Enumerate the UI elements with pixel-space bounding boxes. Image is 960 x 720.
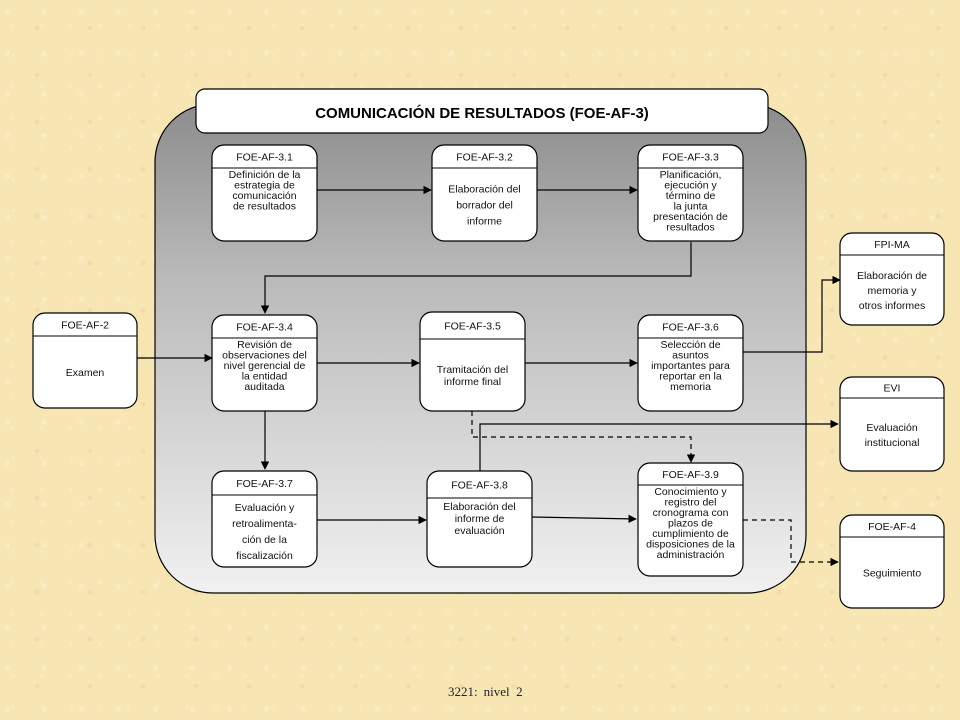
box-label-line: Evaluación — [866, 422, 918, 434]
box-label-line: informe de — [455, 513, 505, 525]
box-label-line: la junta — [674, 201, 708, 213]
box-code: FOE-AF-3.8 — [451, 480, 508, 492]
box-label-line: plazos de — [668, 518, 713, 530]
box-label-line: comunicación — [232, 190, 296, 202]
box-label-line: ejecución y — [664, 180, 717, 192]
box-frame — [637, 462, 744, 577]
footer-level: nivel 2 — [483, 684, 523, 699]
box-code: FOE-AF-4 — [868, 521, 916, 533]
arrow-38-to-evi — [479, 419, 839, 471]
box-label-line: Evaluación y — [235, 502, 295, 514]
arrow-35-to-39-dashed — [471, 411, 696, 463]
box-label-line: cumplimiento de — [652, 528, 729, 540]
box-label-line: cronograma con — [653, 507, 729, 519]
box-label-line: Elaboración de — [857, 270, 927, 282]
box-label-line: memoria — [670, 381, 711, 393]
box-label-line: administración — [657, 549, 725, 561]
box-label-line: retroalimenta- — [232, 518, 297, 530]
box-label-line: institucional — [865, 437, 920, 449]
box-label-line: Planificación, — [660, 169, 722, 181]
box-frame — [839, 376, 945, 472]
diagram-title: COMUNICACIÓN DE RESULTADOS (FOE-AF-3) — [315, 104, 649, 122]
box-frame — [32, 312, 138, 409]
box-code: FOE-AF-3.9 — [662, 469, 719, 481]
box-label-line: Revisión de — [237, 339, 292, 351]
box-code: FOE-AF-3.7 — [236, 478, 293, 490]
box-label-line: fiscalización — [236, 550, 293, 562]
box-frame — [419, 311, 526, 412]
box-label-line: reportar en la — [659, 371, 722, 383]
box-label-line: nivel gerencial de — [224, 360, 306, 372]
box-code: FOE-AF-3.5 — [444, 321, 501, 333]
box-code: FOE-AF-3.2 — [456, 152, 513, 164]
box-label-line: borrador del — [456, 200, 513, 212]
box-label-line: Elaboración del — [443, 501, 515, 513]
box-label-line: informe — [467, 216, 502, 228]
arrow-33-to-34 — [260, 242, 692, 314]
box-label-line: observaciones del — [222, 350, 307, 362]
box-code: FOE-AF-3.6 — [662, 322, 719, 334]
box-frame — [431, 144, 538, 242]
box-label-line: Conocimiento y — [654, 486, 727, 498]
box-code: EVI — [884, 383, 901, 395]
box-label-line: Selección de — [660, 339, 720, 351]
arrow-38-to-39 — [531, 514, 637, 524]
box-label-line: memoria y — [867, 285, 917, 297]
box-label-line: auditada — [244, 381, 284, 393]
box-label-line: resultados — [666, 222, 714, 234]
box-code: FOE-AF-3.3 — [662, 152, 719, 164]
box-frame — [211, 314, 318, 412]
box-frame — [637, 314, 744, 412]
box-label-line: ción de la — [242, 534, 287, 546]
box-frame — [426, 470, 533, 568]
box-frame — [637, 144, 744, 242]
box-code: FOE-AF-2 — [61, 320, 109, 332]
box-frame — [839, 232, 945, 326]
box-label-line: Seguimiento — [863, 568, 922, 580]
arrow-36-to-fpi — [743, 275, 841, 353]
box-label-line: Definición de la — [229, 169, 301, 181]
slide-footer: 3221: nivel 2 — [448, 684, 529, 700]
title-banner: COMUNICACIÓN DE RESULTADOS (FOE-AF-3) — [195, 88, 769, 134]
box-label-line: la entidad — [242, 371, 288, 383]
box-frame — [211, 144, 318, 242]
box-label-line: Tramitación del — [437, 364, 508, 376]
box-label-line: informe final — [444, 376, 501, 388]
box-label-line: Examen — [66, 367, 105, 379]
box-label-line: registro del — [665, 497, 717, 509]
box-label-line: término de — [666, 190, 716, 202]
box-label-line: evaluación — [454, 525, 504, 537]
box-code: FOE-AF-3.4 — [236, 322, 293, 334]
box-label-line: disposiciones de la — [646, 539, 735, 551]
box-code: FOE-AF-3.1 — [236, 152, 293, 164]
box-label-line: presentación de — [653, 211, 728, 223]
connectors — [137, 185, 841, 567]
box-label-line: importantes para — [651, 360, 730, 372]
process-box-evi: EVI Evaluación institucional — [839, 376, 945, 472]
box-label-line: estrategia de — [234, 180, 295, 192]
box-code: FPI-MA — [874, 239, 910, 251]
box-label-line: asuntos — [672, 350, 709, 362]
footer-code: 3221: — [448, 684, 478, 699]
box-label-line: de resultados — [233, 201, 296, 213]
box-label-line: otros informes — [859, 300, 926, 312]
box-frame — [839, 514, 945, 609]
box-label-line: Elaboración del — [448, 184, 520, 196]
process-box-fpi: FPI-MA Elaboración de memoria y otros infor… — [839, 232, 945, 326]
